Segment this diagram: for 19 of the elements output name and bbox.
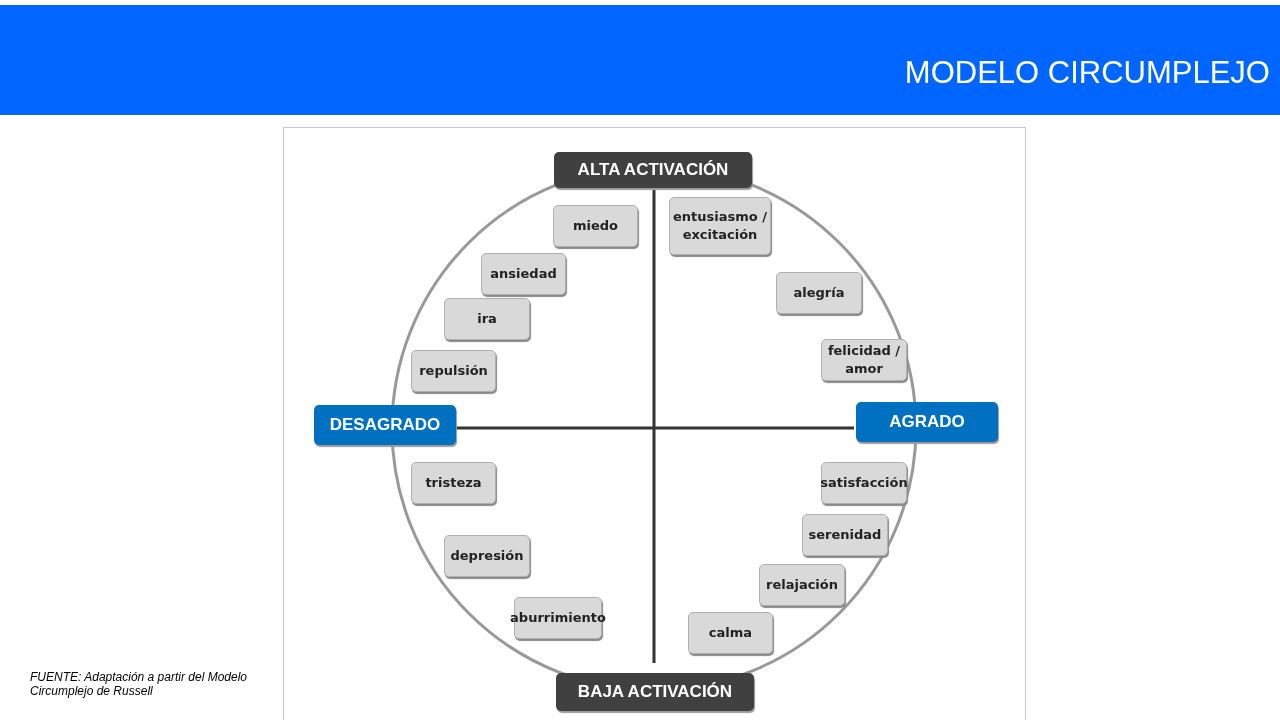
emotion-label: serenidad [802, 514, 888, 556]
emotion-label: ansiedad [481, 253, 566, 295]
emotion-label: depresión [444, 535, 530, 577]
emotion-label: tristeza [411, 462, 496, 504]
source-note: FUENTE: Adaptación a partir del Modelo Circumplejo de Russell [30, 670, 248, 698]
axis-pole-label: DESAGRADO [314, 405, 456, 445]
emotion-label: repulsión [411, 350, 496, 392]
emotion-label: relajación [759, 564, 845, 606]
emotion-label: alegría [776, 272, 862, 314]
axis-pole-label: ALTA ACTIVACIÓN [554, 152, 752, 188]
emotion-label: ira [444, 298, 530, 340]
emotion-label: miedo [553, 205, 638, 247]
emotion-label: entusiasmo / excitación [669, 197, 771, 255]
emotion-label: felicidad / amor [821, 339, 907, 381]
axis-pole-label: BAJA ACTIVACIÓN [556, 673, 754, 711]
slide-title: MODELO CIRCUMPLEJO [904, 55, 1270, 91]
axis-pole-label: AGRADO [856, 402, 998, 442]
emotion-label: calma [688, 612, 773, 654]
emotion-label: satisfacción [821, 462, 907, 504]
